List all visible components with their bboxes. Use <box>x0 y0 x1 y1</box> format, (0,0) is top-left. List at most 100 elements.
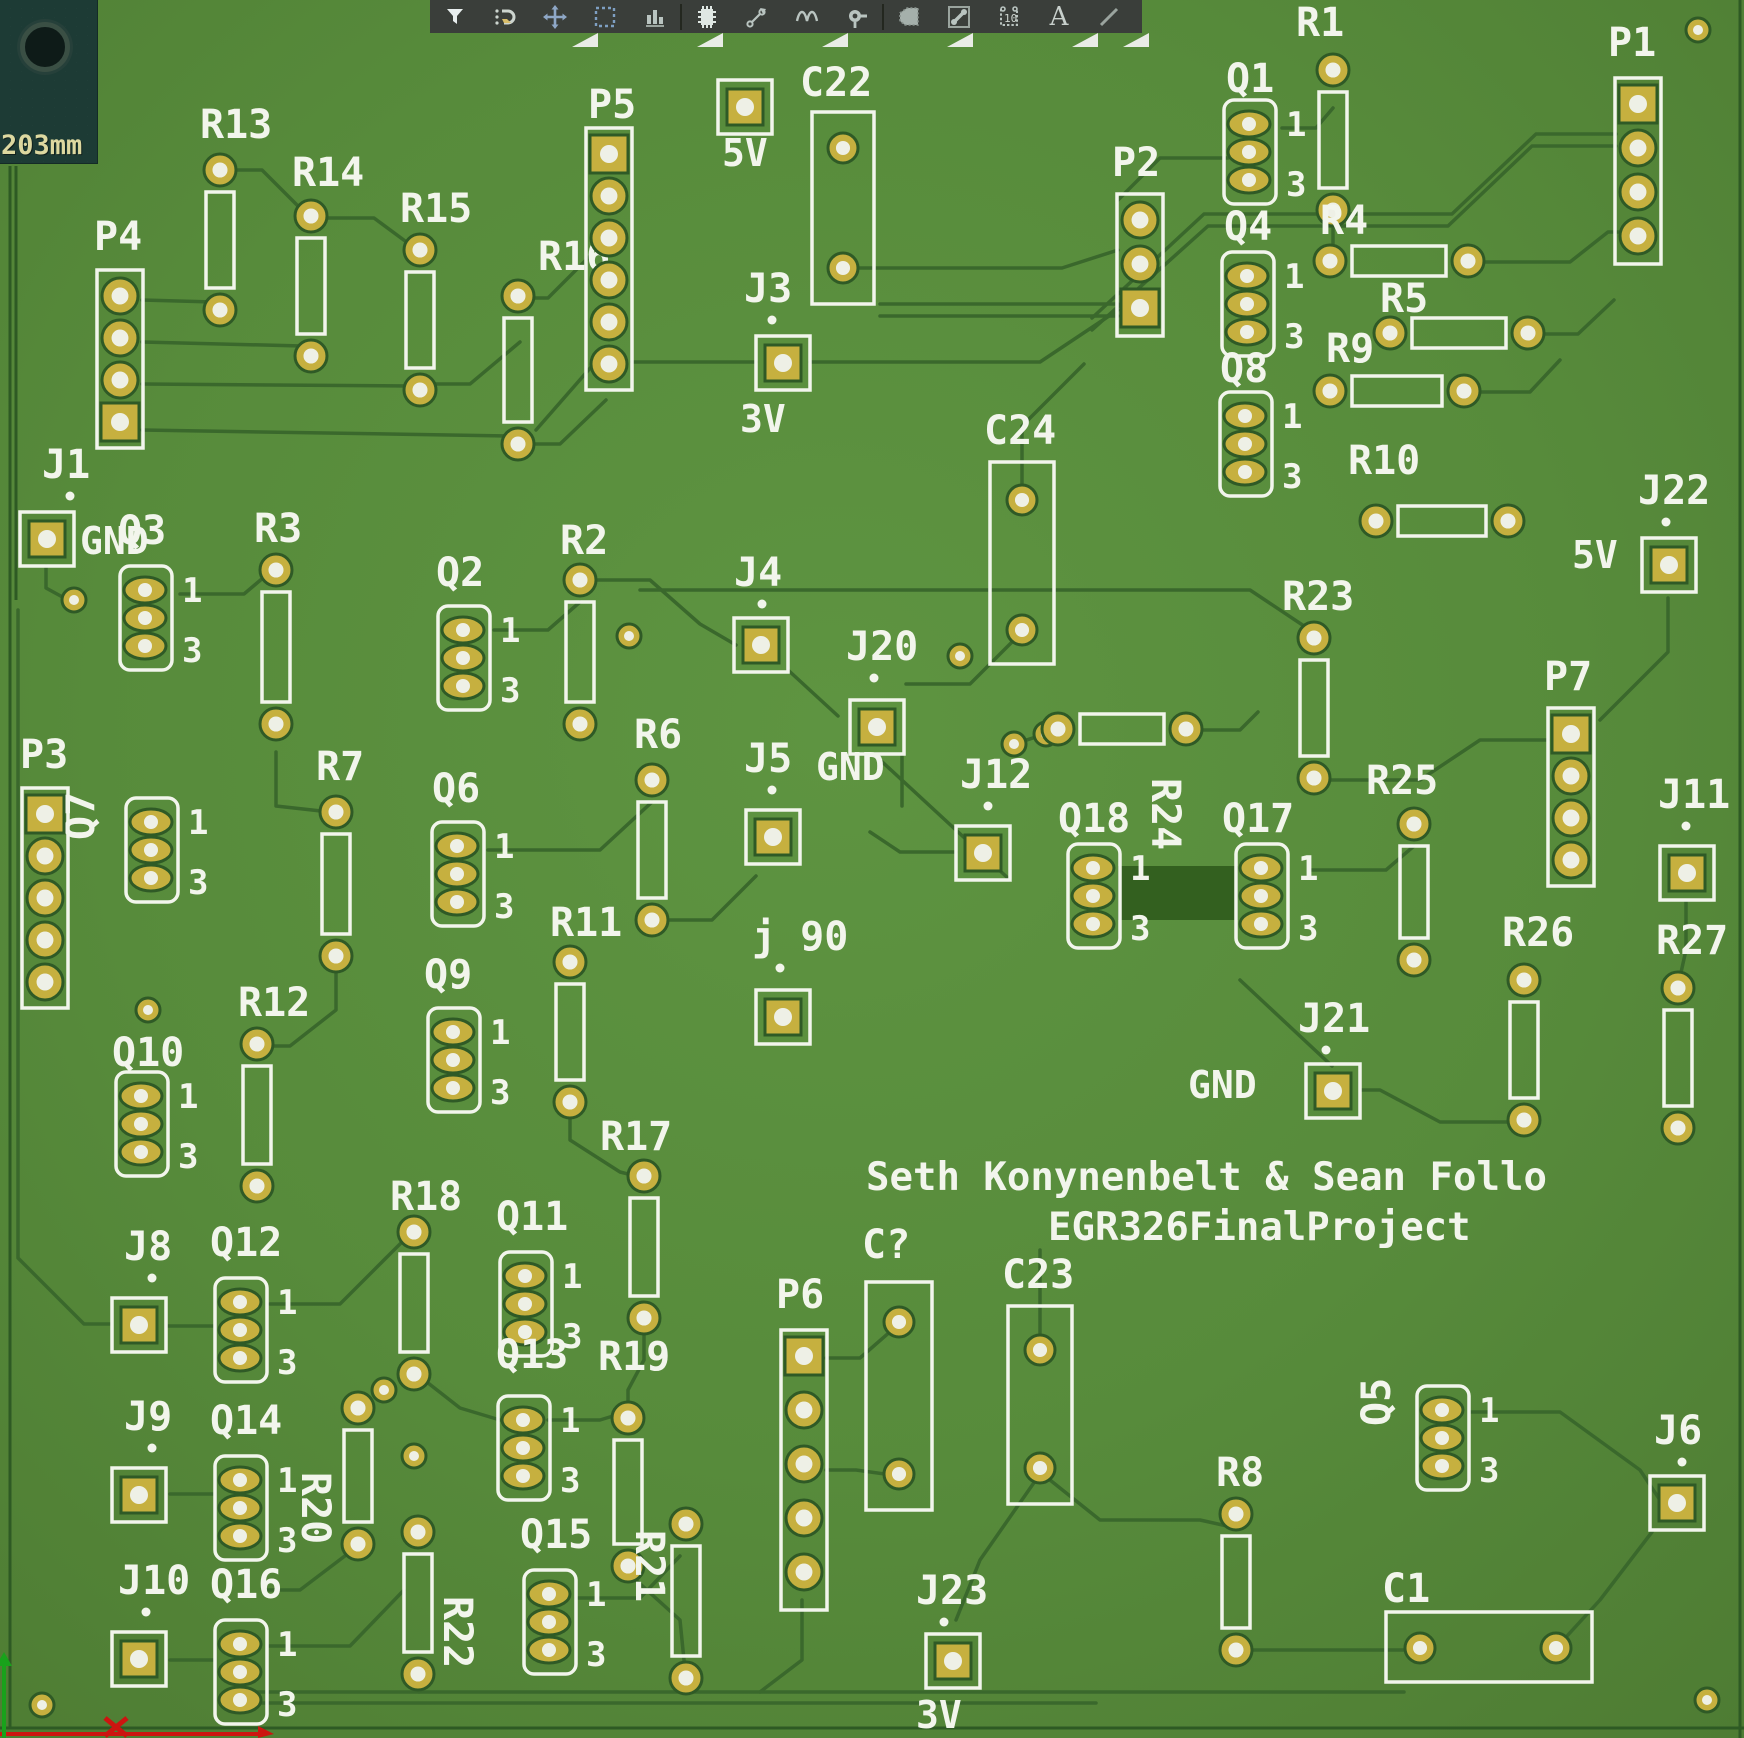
pad[interactable] <box>24 793 66 835</box>
component-P4[interactable]: P4 <box>94 214 145 450</box>
component-P2[interactable]: P2 <box>1112 140 1165 338</box>
component-J6[interactable]: J6 <box>1648 1408 1706 1532</box>
component-P3[interactable]: P3 <box>20 732 70 1010</box>
select-area-tool[interactable] <box>580 0 630 33</box>
component-R9[interactable]: R9 <box>1312 326 1482 409</box>
component-J8[interactable]: J8 <box>110 1224 172 1354</box>
component-J9[interactable]: J9 <box>110 1394 172 1524</box>
component-R17[interactable]: R17 <box>600 1114 672 1336</box>
component-R18[interactable]: R18 <box>390 1174 462 1392</box>
component-C1[interactable]: C1 <box>1382 1566 1594 1684</box>
column-chart-tool[interactable] <box>630 0 680 33</box>
magnet-route-tool[interactable] <box>480 0 530 33</box>
component-C24[interactable]: C24 <box>984 408 1056 666</box>
component-J5[interactable]: J5 <box>744 736 802 866</box>
dropdown-arrow-icon[interactable] <box>572 33 598 47</box>
component-R25[interactable]: R25 <box>1366 758 1438 978</box>
via-tool[interactable] <box>832 0 882 33</box>
ic-footprint-tool[interactable] <box>682 0 732 33</box>
component-J12[interactable]: J12 <box>954 752 1032 882</box>
component-R27[interactable]: R27 <box>1656 918 1728 1146</box>
component-R10[interactable]: R10 <box>1348 438 1526 539</box>
component-J4[interactable]: J4 <box>732 550 790 674</box>
component-R1[interactable]: R1 <box>1296 0 1351 228</box>
pad-hole <box>268 716 284 732</box>
component-R4[interactable]: R4 <box>1312 198 1486 279</box>
meander-tool[interactable] <box>782 0 832 33</box>
component-R8[interactable]: R8 <box>1216 1450 1264 1668</box>
dimension-tool[interactable]: 10 <box>984 0 1034 33</box>
dropdown-arrow-icon[interactable] <box>1072 33 1098 47</box>
pad[interactable] <box>741 625 781 665</box>
component-C23[interactable]: C23 <box>1002 1252 1074 1506</box>
dropdown-arrow-icon[interactable] <box>947 33 973 47</box>
dropdown-arrow-icon[interactable] <box>822 33 848 47</box>
component-R12[interactable]: R12 <box>238 980 310 1204</box>
component-R6[interactable]: R6 <box>634 712 682 938</box>
component-P7[interactable]: P7 <box>1544 654 1596 888</box>
component-J11[interactable]: J11 <box>1658 772 1730 902</box>
component-P5[interactable]: P5 <box>584 82 636 392</box>
component-R11[interactable]: R11 <box>550 900 622 1120</box>
component-j 90[interactable]: j 90 <box>752 914 848 1046</box>
line-tool[interactable] <box>1084 0 1134 33</box>
route-net-tool[interactable] <box>732 0 782 33</box>
component-R20[interactable]: R20 <box>292 1390 376 1562</box>
dropdown-arrow-icon[interactable] <box>1123 33 1149 47</box>
component-R15[interactable]: R15 <box>400 186 472 408</box>
component-R24[interactable]: R24 <box>1040 711 1204 850</box>
board-preview-thumbnail[interactable]: 203mm <box>0 0 98 164</box>
component-P1[interactable]: P1 <box>1608 20 1663 266</box>
dropdown-arrow-icon[interactable] <box>697 33 723 47</box>
filter-tool[interactable] <box>430 0 480 33</box>
component-R14[interactable]: R14 <box>292 150 364 374</box>
toolbar-dropdown-markers[interactable] <box>572 33 1149 47</box>
pad-hole <box>542 1587 556 1601</box>
polygon-pour-tool[interactable] <box>884 0 934 33</box>
component-R2[interactable]: R2 <box>560 518 608 742</box>
text-tool[interactable]: A <box>1034 0 1084 33</box>
component-pad-5v[interactable]: 5V <box>716 78 774 175</box>
move-tool[interactable] <box>530 0 580 33</box>
vias[interactable] <box>28 16 1721 1719</box>
component-J10[interactable]: J10 <box>110 1558 190 1688</box>
component-R13[interactable]: R13 <box>200 102 272 328</box>
component-R19[interactable]: R19 <box>598 1334 670 1584</box>
component-C?[interactable]: C? <box>862 1222 934 1512</box>
component-R22[interactable]: R22 <box>400 1514 480 1692</box>
component-R21[interactable]: R21 <box>626 1506 704 1696</box>
component-R23[interactable]: R23 <box>1282 574 1354 796</box>
component-R5[interactable]: R5 <box>1372 276 1546 351</box>
properties-tool[interactable] <box>934 0 984 33</box>
component-R7[interactable]: R7 <box>316 744 364 974</box>
component-C22[interactable]: C22 <box>800 60 876 306</box>
component-P6[interactable]: P6 <box>776 1272 829 1612</box>
component-R26[interactable]: R26 <box>1502 910 1574 1138</box>
component-R3[interactable]: R3 <box>254 506 302 742</box>
